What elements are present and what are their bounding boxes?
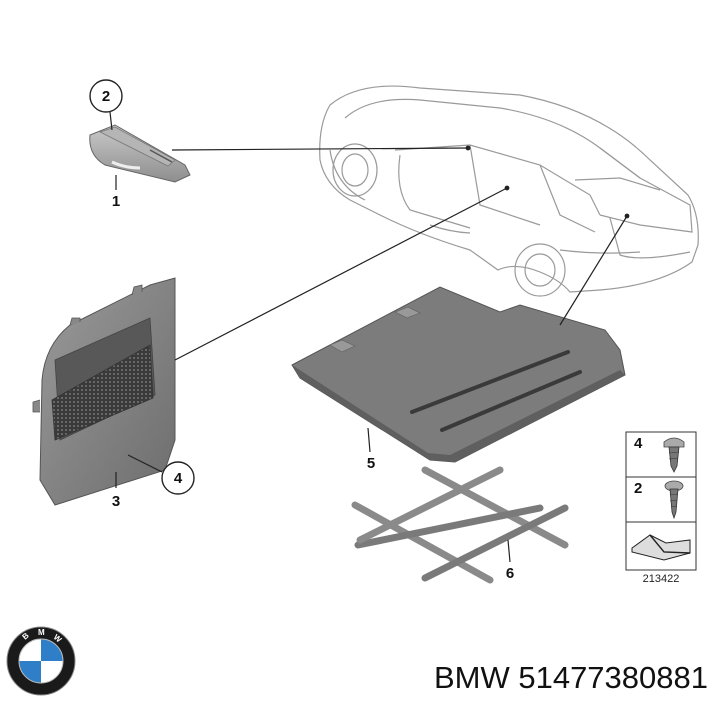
side-trim-panel: [32, 277, 176, 506]
bmw-roundel-icon: B M W: [6, 626, 76, 696]
callout-2: 2: [89, 79, 123, 113]
legend-label-4: 4: [634, 435, 643, 452]
footer-part-label: BMW 51477380881: [434, 660, 708, 696]
footer-part-number: 51477380881: [518, 660, 708, 695]
callout-3-label: 3: [112, 493, 120, 510]
screw-icon: [664, 480, 684, 520]
callout-1-label: 1: [112, 193, 120, 210]
interior-light-part: [89, 124, 191, 183]
callout-2-label: 2: [102, 88, 110, 105]
svg-text:B: B: [21, 631, 31, 642]
legend-label-2: 2: [634, 480, 642, 497]
footer-brand: BMW: [433, 660, 510, 695]
callout-5-label: 5: [367, 455, 375, 472]
callout-6-label: 6: [506, 565, 514, 582]
leader-lines: [109, 111, 628, 563]
clip-rivet-icon: [663, 437, 685, 473]
callout-4: 4: [161, 461, 195, 495]
callout-4-label: 4: [174, 470, 183, 487]
support-frame-part: [351, 466, 569, 584]
svg-text:W: W: [52, 633, 64, 645]
floor-panel-part: [291, 286, 626, 463]
tool-bracket-icon: [631, 534, 691, 561]
reference-number: 213422: [643, 573, 680, 585]
svg-text:M: M: [38, 628, 45, 637]
fastener-legend: 4 2 213422: [625, 431, 697, 585]
car-outline: [319, 85, 699, 297]
